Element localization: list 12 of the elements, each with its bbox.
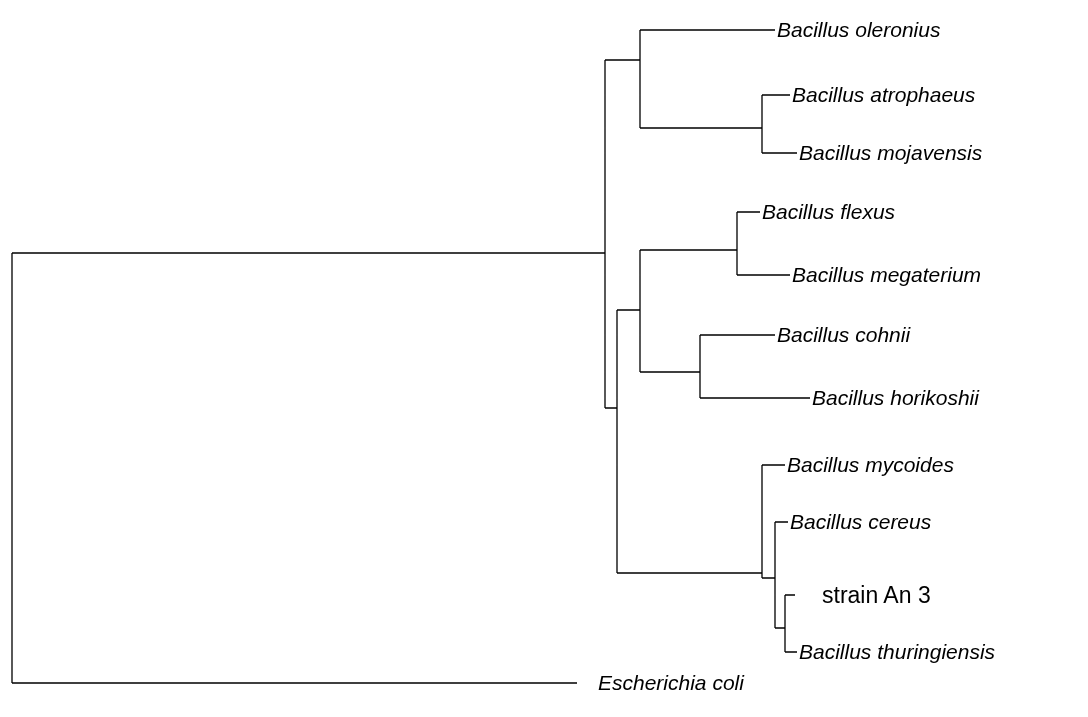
strain-name: strain An 3 bbox=[822, 583, 931, 607]
species-name: Bacillus atrophaeus bbox=[792, 83, 976, 107]
species-name: Bacillus thuringiensis bbox=[799, 640, 996, 664]
species-name: Bacillus horikoshii bbox=[812, 386, 979, 410]
species-name: Escherichia coli bbox=[598, 671, 744, 695]
species-name: Bacillus mojavensis bbox=[799, 141, 983, 165]
species-name: Bacillus cereus bbox=[790, 510, 932, 534]
species-name: Bacillus cohnii bbox=[777, 323, 911, 347]
species-name: Bacillus mycoides bbox=[787, 453, 954, 477]
species-name: Bacillus megaterium bbox=[792, 263, 982, 287]
species-name: Bacillus oleronius bbox=[777, 18, 941, 42]
species-name: Bacillus flexus bbox=[762, 200, 896, 224]
